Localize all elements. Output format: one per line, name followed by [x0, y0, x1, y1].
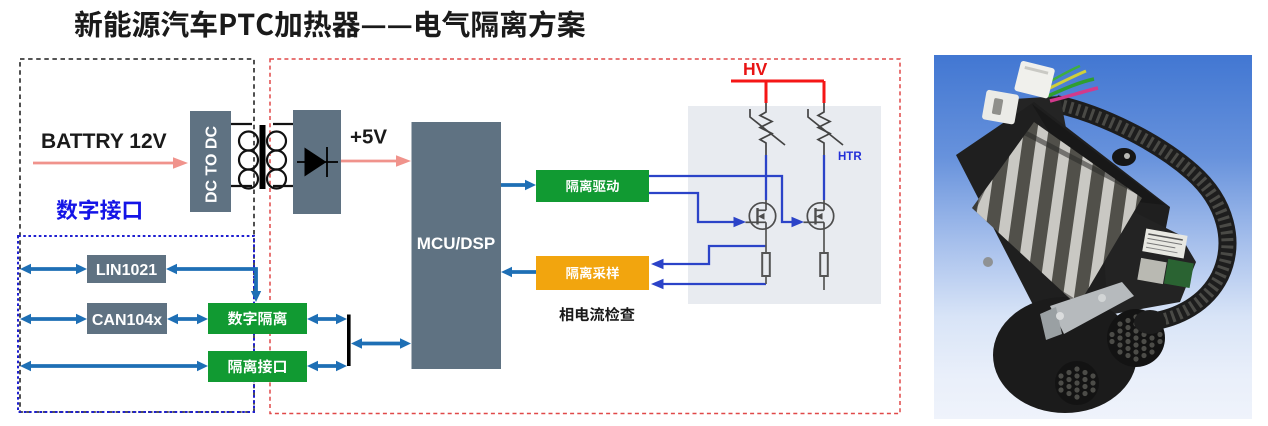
svg-text:MCU/DSP: MCU/DSP: [417, 234, 495, 253]
svg-text:HTR: HTR: [838, 151, 862, 163]
svg-text:CAN104x: CAN104x: [92, 312, 162, 329]
svg-text:LIN1021: LIN1021: [96, 262, 157, 279]
svg-text:BATTRY 12V: BATTRY 12V: [41, 130, 167, 153]
svg-text:DC TO DC: DC TO DC: [204, 126, 221, 203]
svg-text:HV: HV: [743, 59, 768, 79]
svg-text:+5V: +5V: [350, 126, 387, 149]
